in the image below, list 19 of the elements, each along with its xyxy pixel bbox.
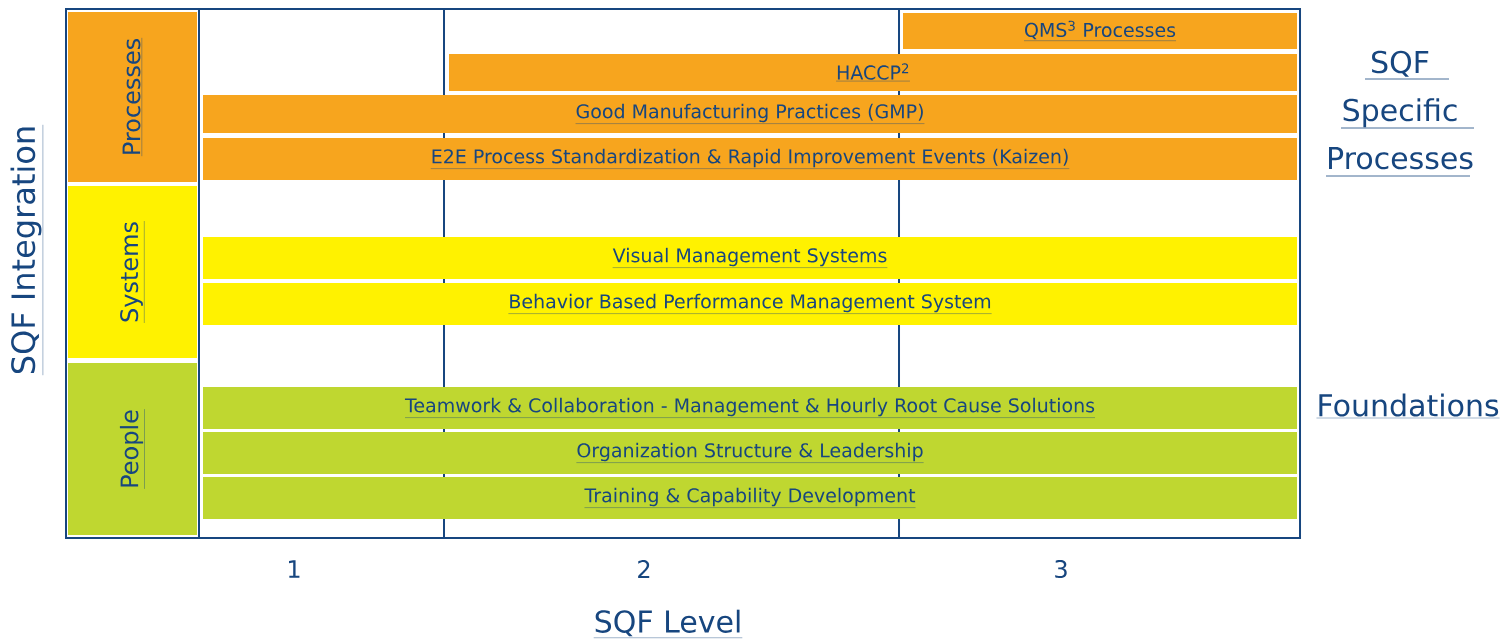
level-bar: HACCP$^{2}$ <box>449 54 1297 91</box>
level-bar: Teamwork & Collaboration - Management & Hourly Root Cause Solutions <box>203 387 1297 429</box>
axis-title: SQF Integration <box>10 124 44 376</box>
side-label: SQF Specific Processes <box>1325 50 1475 177</box>
tick-label: 3 <box>1055 559 1067 579</box>
tick-label: 2 <box>638 560 650 578</box>
tick-label: 1 <box>289 560 300 578</box>
level-bar: Good Manufacturing Practices (GMP) <box>203 95 1297 133</box>
level-bar: E2E Process Standardization & Rapid Improvement Events (Kaizen) <box>203 138 1297 180</box>
level-bar: Behavior Based Performance Management System <box>203 283 1297 325</box>
category-box: People <box>68 363 197 535</box>
side-label: Foundations <box>1316 393 1500 419</box>
level-bar: Training & Capability Development <box>203 477 1297 519</box>
level-bar: Visual Management Systems <box>203 237 1297 279</box>
category-box: Systems <box>68 186 197 358</box>
level-bar: Organization Structure & Leadership <box>203 432 1297 474</box>
category-box: Processes <box>68 12 197 182</box>
side-label: SQF Level <box>593 609 743 638</box>
level-bar: QMS$^{3}$ Processes <box>903 13 1297 49</box>
